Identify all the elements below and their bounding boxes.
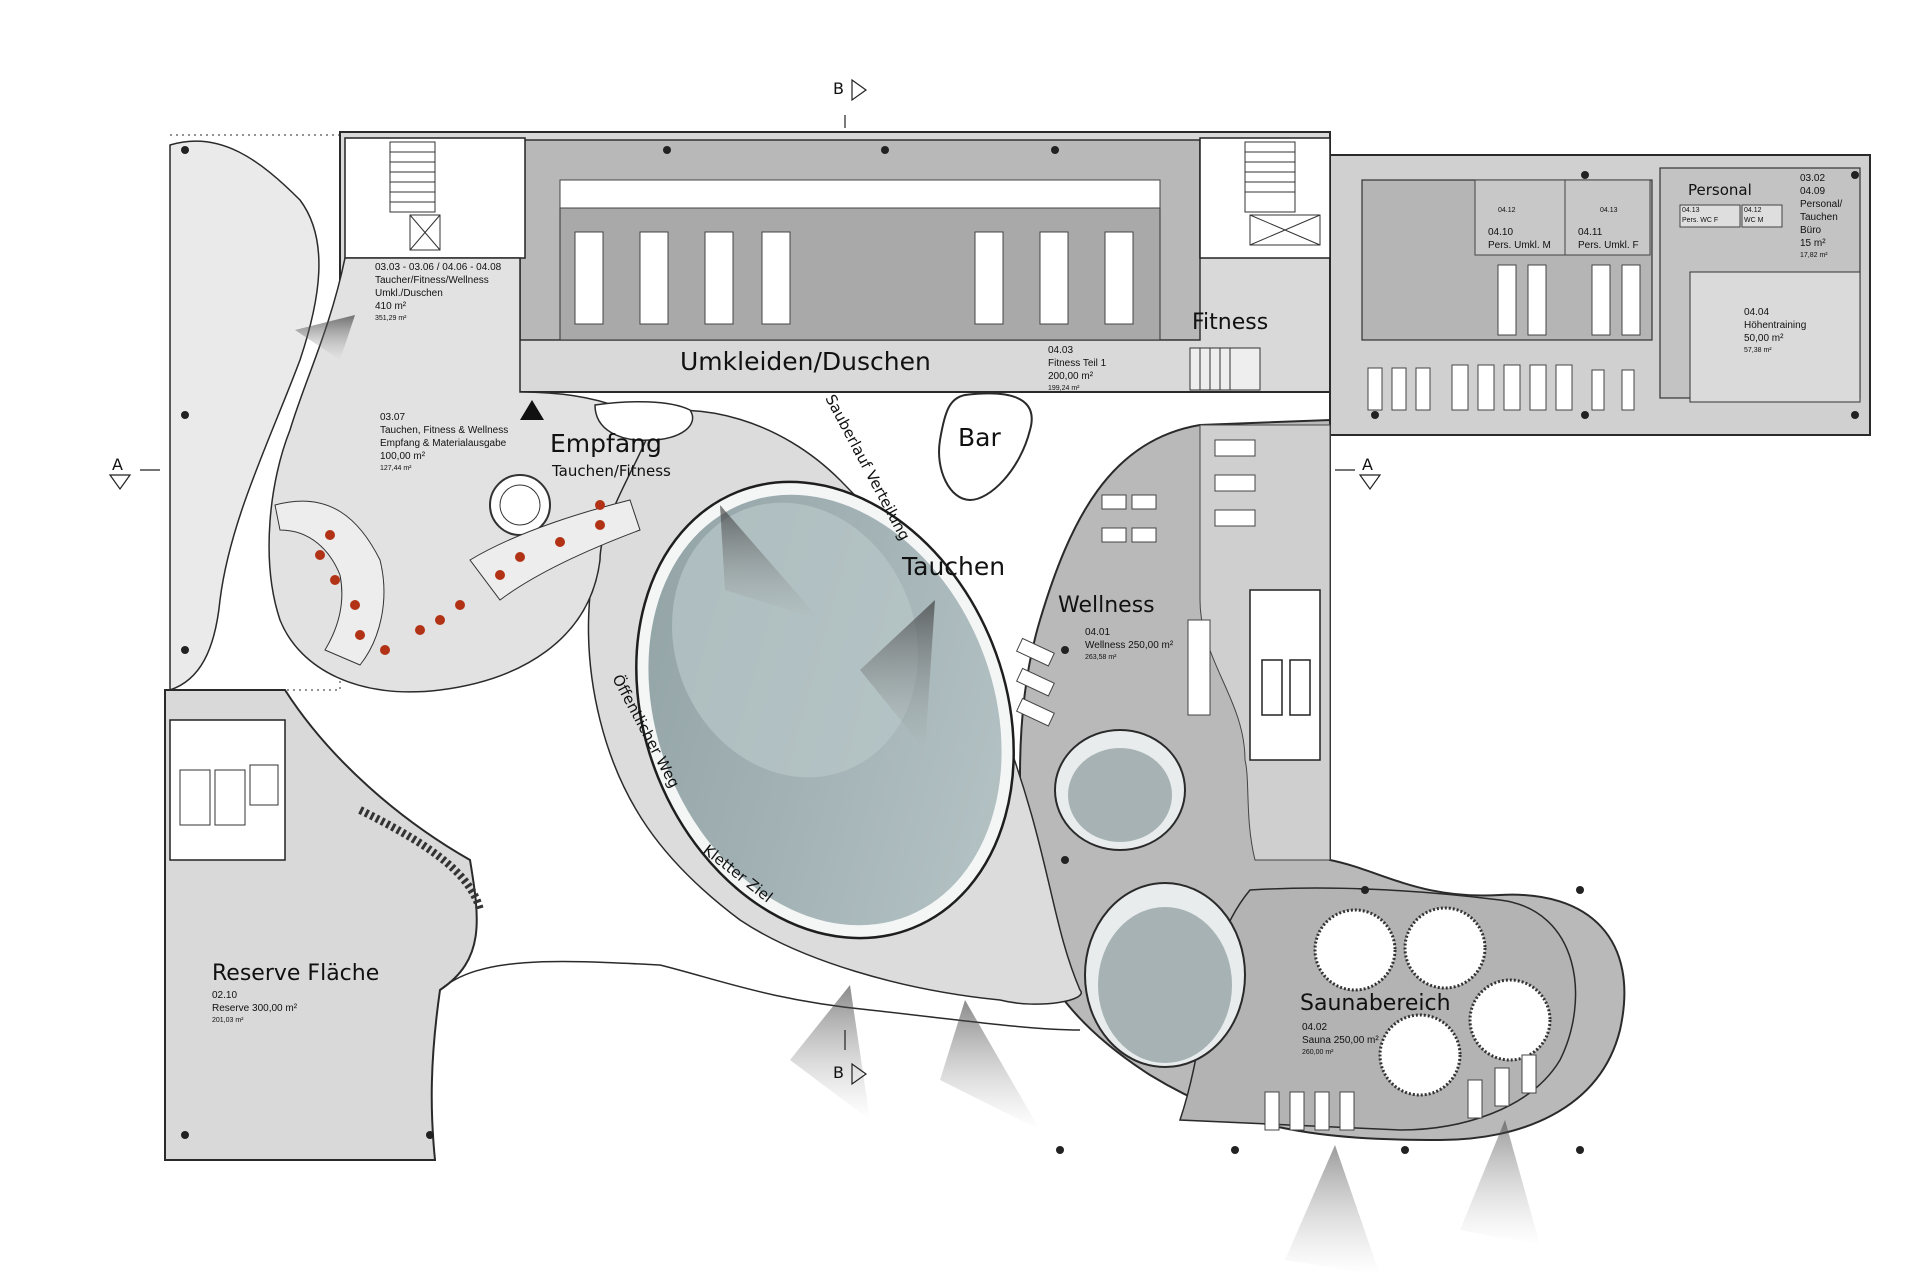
wellness-stair-core <box>1249 589 1321 761</box>
staff-office-area: 15 m² <box>1800 238 1826 249</box>
view-cones <box>295 315 1540 1275</box>
stair-core-left <box>389 141 441 251</box>
reserve-code: 02.10 <box>212 990 237 1001</box>
stair-markers <box>315 500 605 655</box>
wellness-loungers <box>1015 439 1256 727</box>
staff-office-area-actual: 17,82 m² <box>1800 252 1828 259</box>
changing-title: Umkleiden/Duschen <box>680 347 931 376</box>
changing-name-2: Umkl./Duschen <box>375 288 443 299</box>
staff-rooms <box>1474 179 1783 336</box>
reception-name-1: Tauchen, Fitness & Wellness <box>380 425 508 436</box>
wellness-pools <box>1054 729 1246 1068</box>
sauna-name: Sauna 250,00 m² <box>1302 1035 1379 1046</box>
staff-changing-m-name: Pers. Umkl. M <box>1488 240 1551 251</box>
staff-changing-f-name: Pers. Umkl. F <box>1578 240 1639 251</box>
fitness-part1-code: 04.03 <box>1048 345 1073 356</box>
staff-office-code-1: 03.02 <box>1800 173 1825 184</box>
fitness-title: Fitness <box>1192 310 1268 335</box>
diving-label: Tauchen <box>901 552 1005 581</box>
section-a-right-label: A <box>1362 455 1373 474</box>
wellness-area-actual: 263,58 m² <box>1085 654 1117 661</box>
section-a-left-label: A <box>112 455 123 474</box>
locker-rows <box>574 231 1134 325</box>
section-b-bottom-label: B <box>833 1063 844 1082</box>
staff-office-name-3: Büro <box>1800 225 1822 236</box>
staff-office-name-2: Tauchen <box>1800 212 1838 223</box>
wellness-name: Wellness 250,00 m² <box>1085 640 1174 651</box>
reception-area: 100,00 m² <box>380 451 426 462</box>
wellness-code: 04.01 <box>1085 627 1110 638</box>
staff-wc-m-code: 04.12 <box>1744 207 1762 214</box>
fitness-equipment <box>1367 364 1635 411</box>
fitness-part1-name: Fitness Teil 1 <box>1048 358 1107 369</box>
shower-row <box>559 179 1161 209</box>
reserve-area-actual: 201,03 m² <box>212 1017 244 1024</box>
staff-wc-top-2: 04.13 <box>1600 207 1618 214</box>
stair-core-right <box>1244 141 1321 246</box>
wellness-title: Wellness <box>1058 593 1155 618</box>
staff-title: Personal <box>1688 181 1752 199</box>
sauna-loungers <box>1264 1054 1537 1131</box>
altitude-area-actual: 57,38 m² <box>1744 347 1772 354</box>
sauna-code: 04.02 <box>1302 1022 1327 1033</box>
bar-label: Bar <box>958 423 1001 452</box>
reception-name-2: Empfang & Materialausgabe <box>380 438 507 449</box>
fitness-part1-area: 200,00 m² <box>1048 371 1094 382</box>
staff-wc-f-name: Pers. WC F <box>1682 217 1718 224</box>
changing-code: 03.03 - 03.06 / 04.06 - 04.08 <box>375 262 502 273</box>
reserve-area <box>164 689 484 1161</box>
lower-link-line <box>439 960 1081 1031</box>
staff-changing-f-code: 04.11 <box>1578 227 1603 238</box>
reception-subtitle: Tauchen/Fitness <box>551 462 671 480</box>
bar-counter <box>938 392 1033 502</box>
reserve-name: Reserve 300,00 m² <box>212 1003 298 1014</box>
reception-code: 03.07 <box>380 412 405 423</box>
fitness-stair <box>1189 347 1261 391</box>
staff-changing-m-code: 04.10 <box>1488 227 1513 238</box>
changing-area: 410 m² <box>375 301 407 312</box>
entrance-arrow-icon <box>520 400 544 420</box>
staff-wc-f-code: 04.13 <box>1682 207 1700 214</box>
section-markers <box>108 78 1382 1086</box>
diving-pool <box>635 480 1015 940</box>
changing-area-actual: 351,29 m² <box>375 315 407 322</box>
staff-wc-m-name: WC M <box>1744 217 1764 224</box>
staff-wc-top-1: 04.12 <box>1498 207 1516 214</box>
changing-name-1: Taucher/Fitness/Wellness <box>375 275 489 286</box>
reception-area-actual: 127,44 m² <box>380 465 412 472</box>
section-b-top-label: B <box>833 79 844 98</box>
altitude-code: 04.04 <box>1744 307 1769 318</box>
reception-title: Empfang <box>550 429 662 458</box>
sauna-cabins <box>1313 906 1552 1097</box>
reception-counter <box>489 474 551 536</box>
altitude-name: Höhentraining <box>1744 320 1806 331</box>
staff-office-code-2: 04.09 <box>1800 186 1825 197</box>
site-boundary <box>165 134 341 691</box>
sauna-title: Saunabereich <box>1300 991 1451 1016</box>
reception-left-wing <box>169 140 320 692</box>
fitness-part1-area-actual: 199,24 m² <box>1048 385 1080 392</box>
reserve-title: Reserve Fläche <box>212 961 379 986</box>
reception-desk <box>594 400 694 441</box>
sauna-area-actual: 260,00 m² <box>1302 1049 1334 1056</box>
column-grid <box>181 146 1859 1154</box>
staff-office-name-1: Personal/ <box>1800 199 1842 210</box>
altitude-area: 50,00 m² <box>1744 333 1784 344</box>
